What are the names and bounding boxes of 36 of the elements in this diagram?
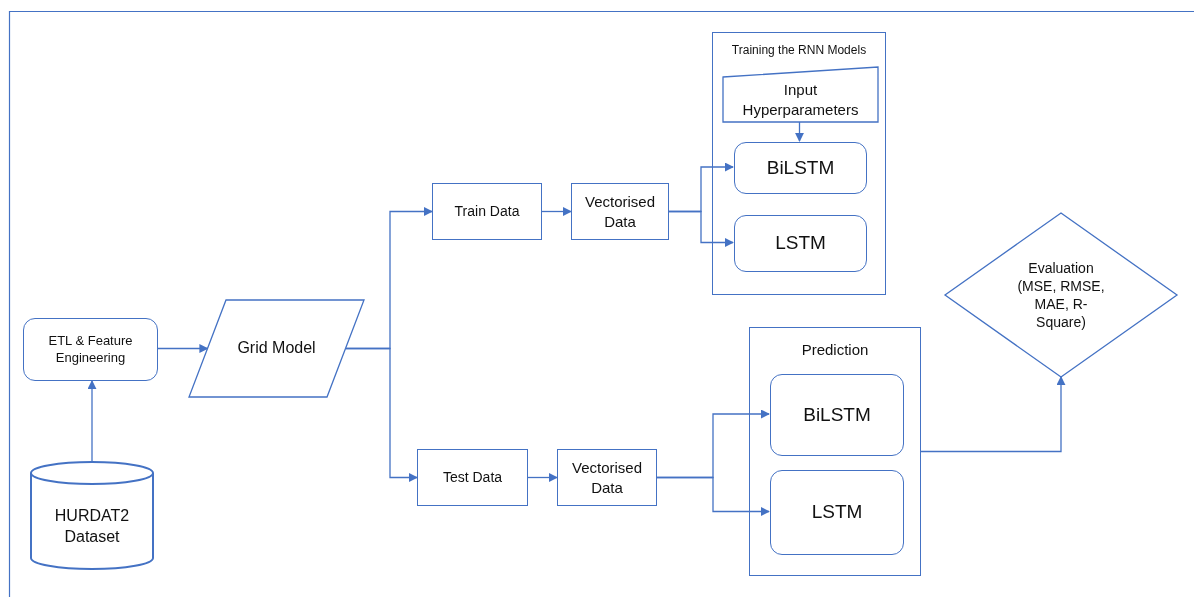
model-box — [734, 215, 867, 272]
group-container — [712, 32, 886, 295]
group-heading: Training the RNN Models — [731, 43, 867, 59]
node-label: Train Data — [454, 202, 520, 221]
node-label: Grid Model — [237, 338, 316, 359]
group-container — [749, 327, 921, 576]
node-label: LSTM — [811, 500, 863, 525]
node-label: Vectorised Data — [583, 192, 656, 231]
connector-arrow — [541, 207, 572, 216]
node-label: BiLSTM — [766, 155, 835, 180]
node-label: Vectorised Data — [570, 458, 643, 497]
database-cylinder — [31, 462, 153, 569]
process-box — [417, 449, 528, 506]
node-label: HURDAT2 Dataset — [53, 505, 131, 547]
node-label: Test Data — [442, 468, 503, 487]
connector-arrow — [920, 376, 1066, 453]
data-parallelogram — [189, 300, 364, 397]
connector-arrow — [656, 476, 770, 516]
node-label: Evaluation (MSE, RMSE, MAE, R-Square) — [1016, 258, 1106, 332]
decision-diamond — [945, 213, 1177, 377]
node-label: BiLSTM — [803, 402, 871, 427]
model-box — [770, 374, 904, 456]
node-label: Input Hyperparameters — [741, 80, 860, 119]
process-box — [571, 183, 669, 240]
process-box — [23, 318, 158, 381]
connector-arrow — [668, 210, 734, 247]
node-label: LSTM — [775, 231, 826, 256]
connector-arrow — [527, 473, 558, 482]
node-label: ETL & Feature Engineering — [47, 332, 134, 367]
manual-input-shape — [723, 67, 878, 122]
connector-arrow — [87, 380, 97, 463]
model-box — [770, 470, 904, 555]
process-box — [432, 183, 542, 240]
process-box — [557, 449, 657, 506]
group-heading: Prediction — [801, 340, 869, 360]
model-box — [734, 142, 867, 194]
